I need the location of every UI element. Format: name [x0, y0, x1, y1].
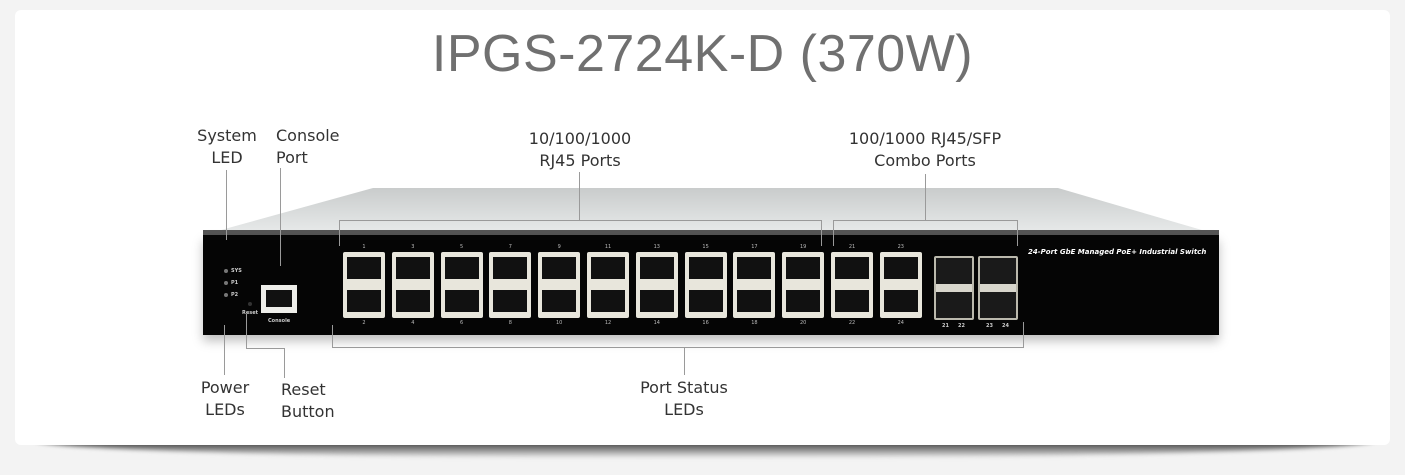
- bracket-combo-left: [833, 220, 834, 246]
- rj45-port-pair[interactable]: [489, 252, 532, 318]
- sys-led-label: SYS: [231, 268, 242, 274]
- reset-label: Reset: [242, 310, 258, 316]
- p1-led-label: P1: [231, 280, 239, 286]
- port-number: 21: [848, 244, 856, 250]
- rj45-port-pair[interactable]: [684, 252, 727, 318]
- rj45-port-pair[interactable]: [879, 252, 922, 318]
- rj45-port-pair[interactable]: [782, 252, 825, 318]
- bracket-rj45-right: [821, 220, 822, 246]
- brand-text: 24-Port GbE Managed PoE+ Industrial Swit…: [1028, 248, 1207, 256]
- p2-led-label: P2: [231, 292, 239, 298]
- sfp-label-23: 23: [986, 323, 993, 329]
- leader-system-led: [226, 170, 227, 240]
- sfp-label-21: 21: [942, 323, 949, 329]
- console-port[interactable]: [261, 285, 297, 313]
- port-number: 22: [848, 320, 856, 326]
- bracket-combo-right: [1017, 220, 1018, 246]
- port-number: 19: [800, 244, 807, 250]
- rj45-port-pair[interactable]: [733, 252, 776, 318]
- reset-button[interactable]: [248, 302, 252, 306]
- rj45-port-pair[interactable]: [343, 252, 385, 318]
- console-label: Console: [268, 318, 291, 324]
- sfp-cage-21-22[interactable]: [934, 256, 974, 320]
- bracket-status-leds: [332, 347, 1024, 348]
- bracket-status-right: [1023, 322, 1024, 347]
- leader-reset-v1: [246, 314, 247, 348]
- port-number: 2: [362, 320, 366, 326]
- leader-power-leds: [224, 325, 225, 375]
- port-number: 11: [604, 244, 612, 250]
- port-number: 8: [508, 320, 512, 326]
- port-number: 17: [751, 244, 758, 250]
- port-number: 24: [897, 320, 904, 326]
- leader-reset-v2: [284, 348, 285, 378]
- bracket-combo: [833, 220, 1018, 221]
- bracket-rj45: [339, 220, 822, 221]
- port-number: 16: [702, 320, 709, 326]
- bracket-status-left: [332, 325, 333, 347]
- port-number: 15: [702, 244, 709, 250]
- page-title: IPGS-2724K-D (370W): [431, 25, 974, 83]
- port-number: 7: [508, 244, 512, 250]
- sfp-label-22: 22: [958, 323, 965, 329]
- port-number: 6: [460, 320, 464, 326]
- chassis-top: [203, 188, 1219, 236]
- leader-rj45: [579, 172, 580, 220]
- p2-led: [224, 293, 228, 297]
- rj45-port-pair[interactable]: [538, 252, 581, 318]
- port-number: 23: [897, 244, 904, 250]
- sys-led: [224, 269, 228, 273]
- rj45-port-pair[interactable]: [831, 252, 873, 318]
- rj45-port-pair[interactable]: [391, 252, 434, 318]
- port-number: 5: [460, 244, 464, 250]
- port-number: 18: [751, 320, 758, 326]
- sfp-label-24: 24: [1002, 323, 1009, 329]
- leader-combo: [925, 174, 926, 220]
- port-number: 12: [604, 320, 612, 326]
- port-number: 3: [411, 244, 415, 250]
- port-number: 9: [557, 244, 561, 250]
- sfp-cage-23-24[interactable]: [978, 256, 1018, 320]
- port-number: 14: [653, 320, 660, 326]
- p1-led: [224, 281, 228, 285]
- port-number: 20: [800, 320, 807, 326]
- rj45-port-pair[interactable]: [440, 252, 483, 318]
- leader-status: [684, 347, 685, 375]
- rj45-port-pair[interactable]: [635, 252, 678, 318]
- port-number: 4: [411, 320, 415, 326]
- bracket-rj45-left: [339, 220, 340, 246]
- port-number: 1: [362, 244, 366, 250]
- port-number: 13: [653, 244, 660, 250]
- leader-console-port: [280, 168, 281, 266]
- leader-reset-h: [246, 348, 284, 349]
- rj45-port-pair[interactable]: [587, 252, 629, 318]
- port-number: 10: [556, 320, 563, 326]
